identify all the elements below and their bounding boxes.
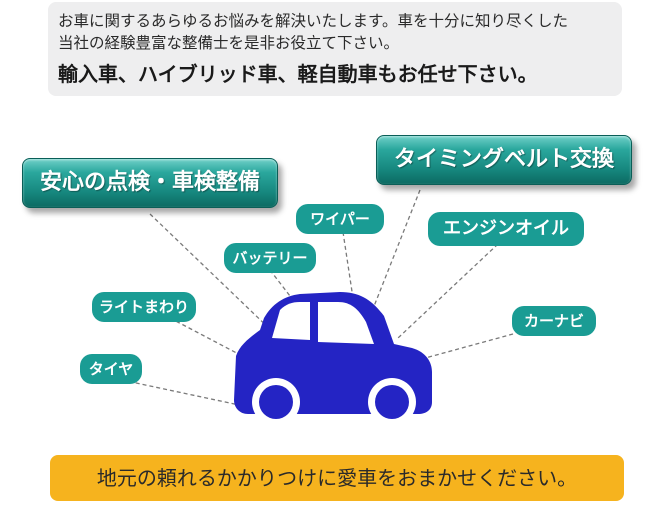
label-tires: タイヤ bbox=[80, 354, 142, 384]
intro-headline: 輸入車、ハイブリッド車、軽自動車もお任せ下さい。 bbox=[58, 62, 538, 86]
label-inspection: 安心の点検・車検整備 bbox=[22, 158, 278, 208]
car-front-window bbox=[318, 302, 374, 344]
intro-text-line-2: 当社の経験豊富な整備士を是非お役立て下さい。 bbox=[58, 34, 400, 52]
leader-line-navigation bbox=[417, 333, 514, 361]
label-engine-oil: エンジンオイル bbox=[428, 212, 584, 246]
label-battery: バッテリー bbox=[224, 243, 316, 273]
leader-line-lights bbox=[169, 317, 251, 361]
rear-wheel bbox=[259, 385, 293, 419]
car-rear-window bbox=[272, 302, 310, 340]
label-navigation: カーナビ bbox=[512, 306, 596, 336]
leader-line-engine-oil bbox=[397, 243, 499, 339]
footer-banner: 地元の頼れるかかりつけに愛車をおまかせください。 bbox=[50, 455, 624, 501]
intro-text-line-1: お車に関するあらゆるお悩みを解決いたします。車を十分に知り尽くした bbox=[58, 12, 568, 30]
label-timing-belt: タイミングベルト交換 bbox=[376, 135, 632, 185]
label-lights: ライトまわり bbox=[92, 292, 196, 322]
label-wiper: ワイパー bbox=[296, 204, 384, 234]
car-illustration bbox=[234, 292, 432, 426]
intro-box: お車に関するあらゆるお悩みを解決いたします。車を十分に知り尽くした 当社の経験豊… bbox=[48, 2, 622, 96]
front-wheel bbox=[375, 385, 409, 419]
